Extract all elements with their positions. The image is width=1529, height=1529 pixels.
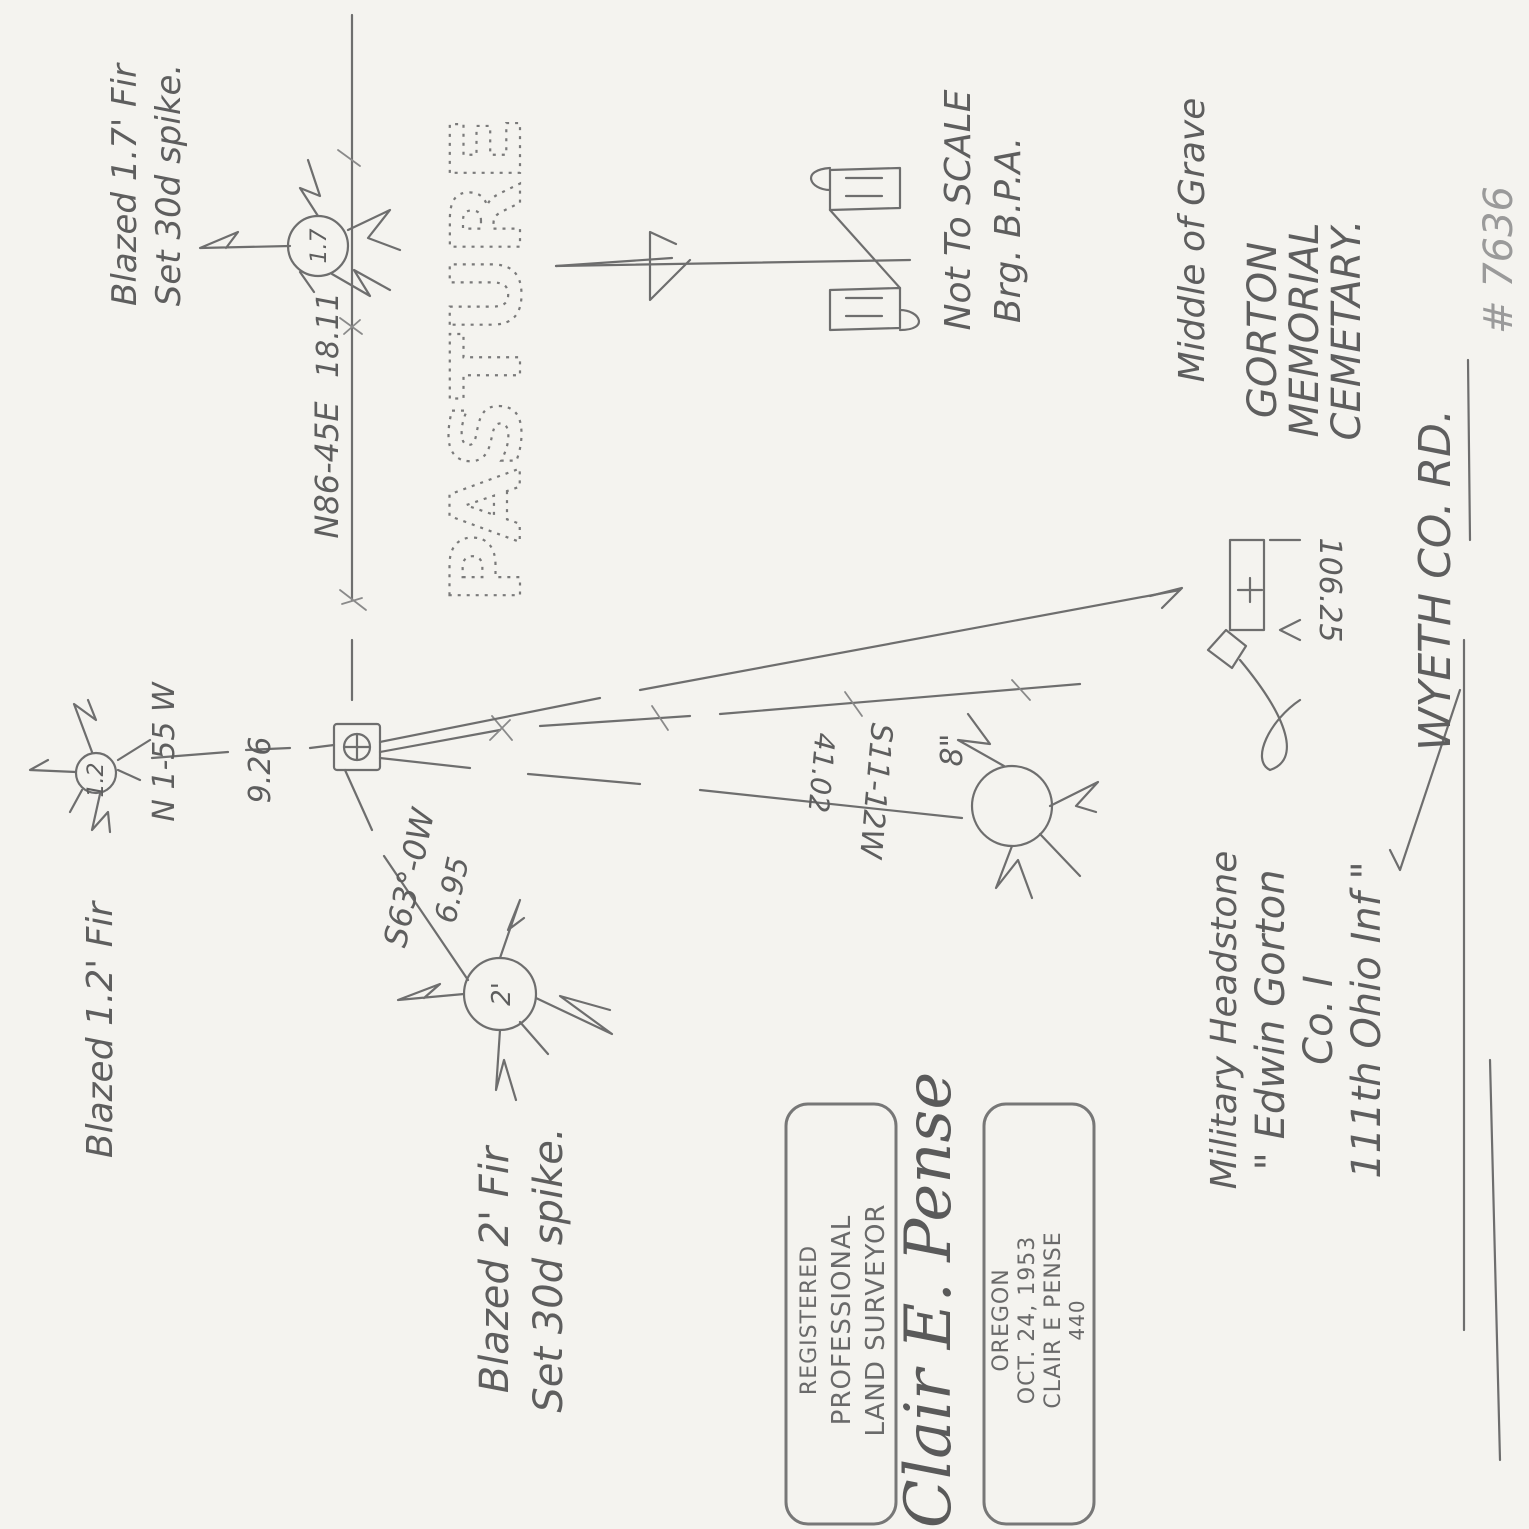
note-line: Blazed 2' Fir	[472, 1144, 518, 1393]
distance-label: 41.02	[802, 731, 842, 814]
surveyor-signature: Clair E. Pense	[892, 1072, 966, 1528]
stamp-line: OCT. 24, 1953	[1015, 1236, 1040, 1404]
stamp-line: REGISTERED	[797, 1245, 822, 1395]
scale-note: Not To SCALE	[938, 89, 979, 330]
headstone-title: Military Headstone	[1204, 851, 1245, 1190]
bearing-grave: 106.25	[1312, 538, 1347, 643]
distance-label: 18.11	[311, 292, 346, 378]
bearing-n86-45e: N86-45E 18.11	[308, 292, 346, 539]
note-line: Set 30d spike.	[149, 64, 189, 306]
tree-8	[956, 712, 1100, 900]
tree-1-7	[198, 158, 402, 298]
stamp-line: CLAIR E PENSE	[1041, 1231, 1066, 1408]
north-arrow	[554, 166, 920, 332]
bearing-label: N86-45E	[308, 401, 346, 539]
bearing-n1-55w: N 1-55 W 9.26	[147, 681, 278, 822]
distance-label: 6.95	[429, 854, 477, 927]
cemetery-name: GORTON MEMORIAL CEMETARY.	[1240, 220, 1370, 441]
cemetery-line: MEMORIAL	[1282, 222, 1328, 437]
stamp-line: 440	[1065, 1299, 1089, 1340]
bearing-label: N 1-55 W	[147, 681, 182, 822]
tree-2-note: Blazed 2' Fir Set 30d spike.	[472, 1127, 572, 1412]
cemetery-line: GORTON	[1240, 242, 1286, 418]
note-line: Set 30d spike.	[526, 1127, 572, 1412]
headstone-line: " Edwin Gorton	[1248, 869, 1294, 1170]
tree-8-diameter: 8"	[935, 734, 970, 767]
tree-1-2-diameter: 1.2	[84, 763, 109, 798]
note-line: Blazed 1.7' Fir	[105, 62, 145, 306]
corner-monument	[332, 722, 382, 772]
tree-1-7-note: Blazed 1.7' Fir Set 30d spike.	[105, 62, 189, 306]
bearing-s11-12w: 41.02 S11-12W	[802, 722, 899, 862]
stamp-line: OREGON	[989, 1268, 1014, 1371]
fence-line	[337, 13, 367, 702]
bearing-label: S11-12W	[852, 722, 899, 862]
distance-label: 106.25	[1312, 538, 1347, 643]
grave	[1206, 538, 1302, 772]
cemetery-line: CEMETARY.	[1324, 220, 1370, 441]
headstone-line: Co. I	[1296, 975, 1342, 1065]
headstone-inscription: Military Headstone " Edwin Gorton Co. I …	[1204, 851, 1390, 1190]
tree-2-diameter: 2'	[487, 982, 517, 1006]
tree-1-2	[28, 698, 152, 834]
stamp-line: LAND SURVEYOR	[861, 1204, 891, 1437]
tie-lines	[150, 586, 1184, 982]
headstone-line: 111th Ohio Inf "	[1344, 861, 1390, 1179]
tree-1-7-diameter: 1.7	[307, 229, 332, 264]
road-label: WYETH CO. RD.	[1410, 409, 1461, 751]
bearing-s63-0w: S63°-0W 6.95	[376, 804, 477, 951]
pasture-label: PASTURE	[431, 116, 543, 604]
distance-label: 9.26	[243, 737, 278, 804]
surveyor-stamp: REGISTERED PROFESSIONAL LAND SURVEYOR OR…	[784, 1102, 1096, 1526]
bearing-reference: Brg. B.P.A.	[988, 137, 1029, 323]
file-number: # 7636	[1476, 186, 1522, 334]
middle-of-grave-label: Middle of Grave	[1172, 98, 1213, 383]
tree-1-2-note: Blazed 1.2' Fir	[80, 900, 121, 1158]
tree-2	[396, 898, 614, 1102]
stamp-line: PROFESSIONAL	[827, 1215, 857, 1425]
road-lines	[1388, 358, 1502, 1462]
